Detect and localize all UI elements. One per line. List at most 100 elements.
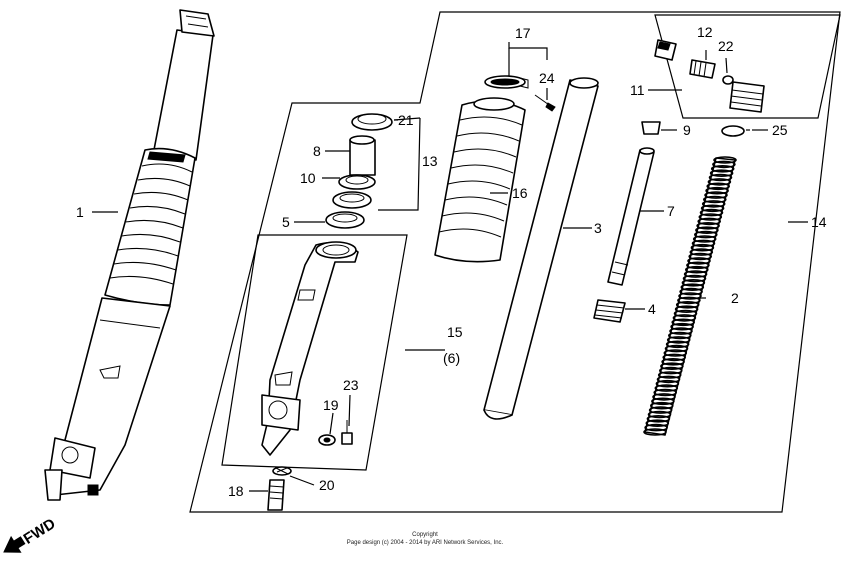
air-valve-12	[689, 59, 716, 79]
spring-coil	[713, 156, 737, 164]
screw-24	[534, 94, 556, 112]
spring-coil	[648, 406, 673, 414]
spring-coil	[686, 261, 710, 270]
callout-19: 19	[323, 397, 339, 413]
group-frame-13	[378, 117, 421, 211]
spring-coil	[689, 248, 714, 256]
fork-boot-16	[434, 97, 526, 263]
spring-coil	[655, 379, 680, 388]
callout-10: 10	[300, 170, 316, 186]
spring-coil	[643, 428, 667, 436]
ring-5	[325, 211, 365, 229]
callout-6: (6)	[443, 350, 460, 366]
spring-coil	[666, 336, 691, 344]
spring-coil	[663, 349, 688, 357]
spring-coil	[681, 278, 706, 287]
callout-23: 23	[343, 377, 359, 393]
spring-coil	[690, 243, 715, 252]
spring-coil	[708, 173, 733, 182]
callout-16: 16	[512, 185, 528, 201]
collar-8	[349, 135, 376, 176]
o-ring-25	[721, 125, 745, 137]
spring-coil	[698, 213, 723, 221]
washer-20	[272, 466, 292, 476]
spring-coil	[705, 186, 729, 195]
spring-coil	[700, 204, 725, 213]
spring-coil	[652, 393, 676, 401]
callout-9: 9	[683, 122, 691, 138]
spring-coil	[687, 257, 711, 265]
group-frame-11	[654, 14, 841, 119]
spring-coil	[651, 397, 675, 406]
cap-assembly-11	[641, 39, 765, 137]
spring-coil	[691, 239, 716, 248]
spring-coil	[665, 340, 690, 349]
spring-coil	[661, 357, 685, 366]
callout-14: 14	[811, 214, 827, 230]
spring-coil	[672, 314, 697, 322]
copyright-line-2: Page design (c) 2004 - 2014 by ARI Netwo…	[347, 540, 504, 546]
fork-pipe-3	[483, 77, 599, 420]
callout-12: 12	[697, 24, 713, 40]
group-frame-15	[221, 234, 408, 471]
fork-spring-2	[643, 156, 737, 436]
spring-coil	[707, 178, 732, 186]
slider-15	[261, 241, 359, 456]
spring-coil	[679, 287, 703, 296]
spring-coil	[649, 401, 674, 410]
spring-coil	[682, 274, 707, 283]
callout-21: 21	[398, 112, 414, 128]
callout-18: 18	[228, 483, 244, 499]
boot-clamp-17	[484, 75, 529, 89]
callout-5: 5	[282, 214, 290, 230]
spring-coil	[662, 353, 687, 362]
spring-coil	[674, 305, 699, 314]
spring-coil	[669, 327, 693, 335]
spring-coil	[653, 388, 678, 397]
spring-coil	[654, 384, 679, 392]
spring-coil	[697, 217, 722, 226]
callout-15: 15	[447, 324, 463, 340]
callout-13: 13	[422, 153, 438, 169]
rebound-spring-4	[593, 299, 626, 323]
spring-coil	[673, 309, 698, 318]
spring-coil	[667, 331, 692, 340]
spring-coil	[688, 252, 713, 261]
spring-coil	[695, 226, 719, 234]
fwd-arrow: FWD	[3, 515, 59, 553]
callout-8: 8	[313, 143, 321, 159]
fwd-label: FWD	[21, 515, 59, 548]
nut-9	[641, 121, 661, 135]
spring-coil	[709, 169, 734, 177]
callout-22: 22	[718, 38, 734, 54]
callout-4: 4	[648, 301, 656, 317]
piston-7	[607, 147, 655, 286]
spring-coil	[646, 414, 671, 423]
callout-17: 17	[515, 25, 531, 41]
callout-1: 1	[76, 204, 84, 220]
callout-7: 7	[667, 203, 675, 219]
spring-coil	[712, 160, 736, 169]
spring-coil	[678, 292, 702, 300]
spring-coil	[656, 375, 681, 384]
spring-coil	[675, 300, 700, 309]
spring-coil	[696, 222, 720, 230]
spring-coil	[704, 191, 728, 199]
oil-seal	[332, 191, 372, 209]
assembly-frame-14	[189, 11, 841, 513]
spring-coil	[645, 419, 670, 428]
callout-2: 2	[731, 290, 739, 306]
leader-lines	[92, 42, 808, 492]
spring-coil	[671, 318, 696, 327]
spring-coil	[680, 283, 705, 292]
spring-coil	[701, 200, 726, 208]
spring-coil	[664, 344, 689, 353]
copyright-line-1: Copyright	[412, 532, 438, 538]
washer-19	[318, 434, 336, 446]
spring-coil	[699, 208, 724, 217]
spring-coil	[647, 410, 672, 419]
fork-bolt	[729, 81, 765, 113]
spring-coil	[683, 270, 708, 278]
spring-coil	[644, 423, 668, 432]
